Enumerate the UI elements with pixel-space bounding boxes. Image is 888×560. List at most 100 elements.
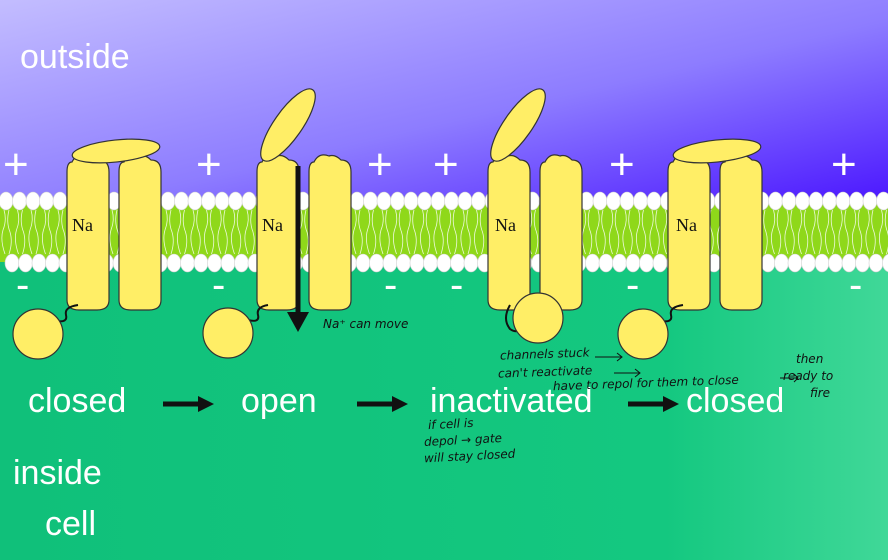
- lipid-tail: [1, 209, 6, 255]
- lipid-tail: [817, 209, 822, 255]
- lipid-head: [633, 191, 648, 211]
- lipid-head: [39, 191, 54, 211]
- lipid-head: [363, 191, 378, 211]
- lipid-head: [781, 191, 797, 211]
- plus-sign: +: [831, 140, 857, 189]
- stage-label-closed-2: closed: [686, 382, 785, 420]
- lipid-tail: [662, 209, 668, 255]
- lipid-tail: [844, 209, 849, 255]
- lipid-tail: [250, 209, 255, 255]
- lipid-head: [430, 191, 446, 211]
- lipid-head: [457, 191, 473, 211]
- lipid-tail: [109, 209, 114, 255]
- lipid-head: [417, 191, 432, 211]
- lipid-head: [241, 191, 257, 211]
- lipid-head: [822, 191, 837, 211]
- lipid-tail: [419, 209, 425, 255]
- lipid-tail: [425, 209, 431, 255]
- lipid-tail: [857, 209, 863, 255]
- lipid-head: [592, 191, 608, 211]
- lipid-tail: [601, 209, 606, 255]
- lipid-tail: [803, 209, 809, 255]
- lipid-tail: [230, 209, 236, 255]
- lipid-tail: [176, 209, 182, 255]
- na-flow-arrow: [287, 166, 309, 332]
- lipid-head: [760, 253, 776, 273]
- inactivation-tether: [247, 304, 269, 322]
- lipid-tail: [385, 209, 390, 255]
- lipid-tail: [824, 209, 830, 255]
- channel-gate: [490, 88, 546, 162]
- lipid-head: [876, 191, 888, 211]
- lipid-tail: [223, 209, 228, 255]
- lipid-tail: [784, 209, 789, 255]
- lipid-head: [52, 191, 68, 211]
- lipid-tail: [182, 209, 188, 255]
- lipid-head: [45, 253, 60, 273]
- lipid-tail: [365, 209, 371, 255]
- lipid-head: [180, 253, 195, 273]
- lipid-head: [808, 191, 824, 211]
- lipid-head: [444, 191, 459, 211]
- note-then: then: [796, 352, 824, 366]
- lipid-tail: [865, 209, 870, 255]
- lipid-head: [828, 253, 843, 273]
- lipid-tail: [479, 209, 485, 255]
- lipid-tail: [628, 209, 633, 255]
- lipid-tail: [163, 209, 168, 255]
- lipid-tail: [371, 209, 377, 255]
- note-if-cell-is: if cell is: [427, 415, 474, 433]
- lipid-tail: [379, 209, 384, 255]
- lipid-tail: [595, 209, 600, 255]
- channel-label-na: Na: [676, 215, 697, 235]
- lipid-tail: [622, 209, 627, 255]
- lipid-head: [639, 253, 654, 273]
- lipid-tail: [236, 209, 242, 255]
- lipid-tail: [776, 209, 782, 255]
- lipid-tail: [55, 209, 60, 255]
- lipid-head: [774, 253, 789, 273]
- minus-sign: -: [384, 263, 398, 307]
- lipid-head: [355, 253, 371, 273]
- lipid-head: [646, 191, 662, 211]
- channel-subunit: [539, 154, 583, 311]
- lipid-head: [585, 253, 600, 273]
- lipid-tail: [203, 209, 209, 255]
- lipid-tail: [871, 209, 876, 255]
- lipid-tail: [433, 209, 438, 255]
- lipid-tail: [7, 209, 12, 255]
- lipid-head: [0, 191, 14, 211]
- channel-label-na: Na: [72, 215, 93, 235]
- lipid-tail: [608, 209, 614, 255]
- lipid-tail: [169, 209, 174, 255]
- stage-label-closed: closed: [28, 382, 127, 420]
- lipid-tail: [14, 209, 20, 255]
- lipid-head: [612, 253, 627, 273]
- lipid-head: [396, 253, 411, 273]
- minus-sign: -: [450, 263, 464, 307]
- lipid-head: [349, 191, 365, 211]
- lipid-tail: [20, 209, 26, 255]
- lipid-head: [187, 191, 203, 211]
- note-ready-to: ready to: [783, 369, 834, 383]
- lipid-tail: [763, 209, 768, 255]
- lipid-tail: [797, 209, 803, 255]
- lipid-tail: [655, 209, 660, 255]
- lipid-head: [787, 253, 803, 273]
- lipid-tail: [811, 209, 816, 255]
- inside-label-line2: cell: [45, 505, 97, 543]
- channel-closed: [12, 138, 162, 360]
- channel-open: [202, 88, 352, 359]
- lipid-head: [193, 253, 209, 273]
- lipid-head: [201, 191, 216, 211]
- channel-label-na: Na: [495, 215, 516, 235]
- lipid-head: [12, 191, 27, 211]
- lipid-tail: [41, 209, 47, 255]
- lipid-tail: [649, 209, 654, 255]
- lipid-head: [795, 191, 810, 211]
- lipid-tail: [358, 209, 363, 255]
- lipid-tail: [641, 209, 647, 255]
- lipid-head: [423, 253, 438, 273]
- plus-sign: +: [196, 140, 222, 189]
